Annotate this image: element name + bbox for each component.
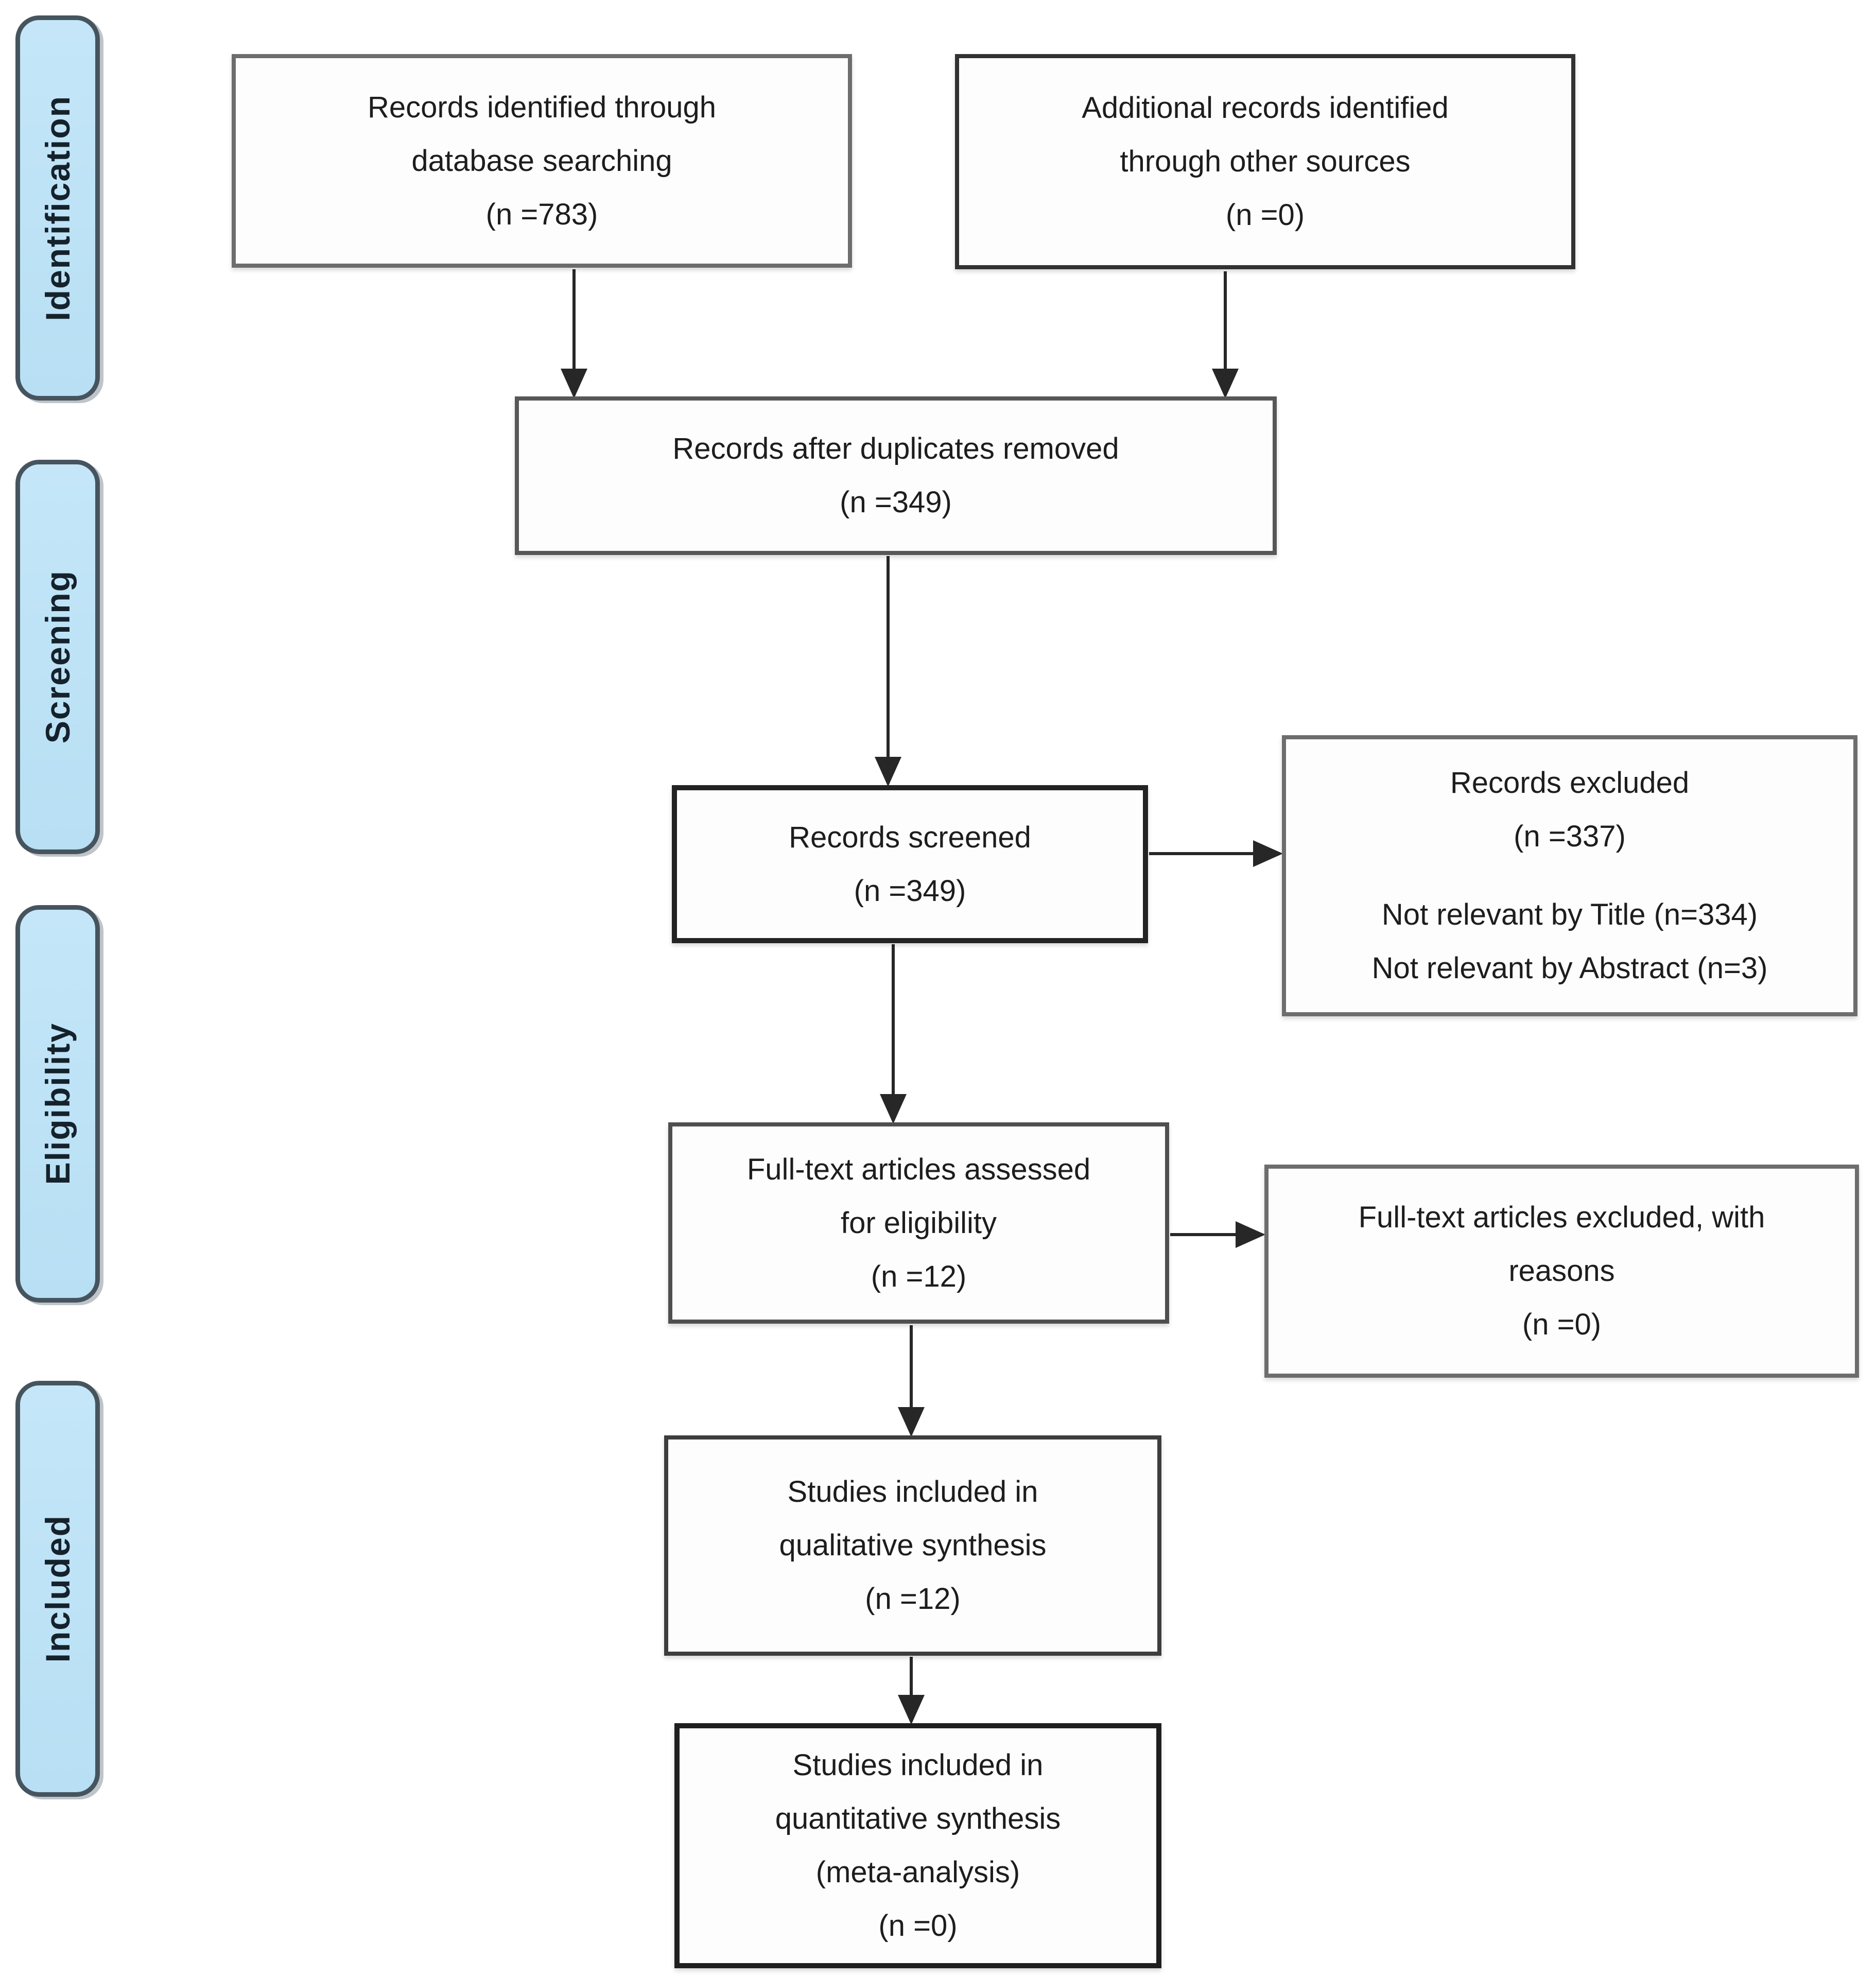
stage-included: Included: [15, 1381, 100, 1797]
flow-box-records-excluded: Records excluded(n =337)Not relevant by …: [1282, 735, 1857, 1016]
stage-label-screening: Screening: [39, 570, 77, 744]
stage-label-included: Included: [39, 1515, 77, 1663]
box-text-records-screened: Records screened(n =349): [789, 820, 1031, 908]
stage-eligibility: Eligibility: [15, 905, 100, 1303]
stage-label-eligibility: Eligibility: [39, 1022, 77, 1185]
stage-identification: Identification: [15, 15, 100, 401]
box-text-after-duplicates: Records after duplicates removed(n =349): [672, 432, 1119, 519]
stage-label-identification: Identification: [39, 95, 77, 321]
stage-screening: Screening: [15, 460, 100, 854]
box-text-records-excluded: Records excluded(n =337)Not relevant by …: [1371, 766, 1768, 985]
flow-box-records-screened: Records screened(n =349): [672, 785, 1148, 943]
flow-box-after-duplicates: Records after duplicates removed(n =349): [515, 396, 1277, 555]
